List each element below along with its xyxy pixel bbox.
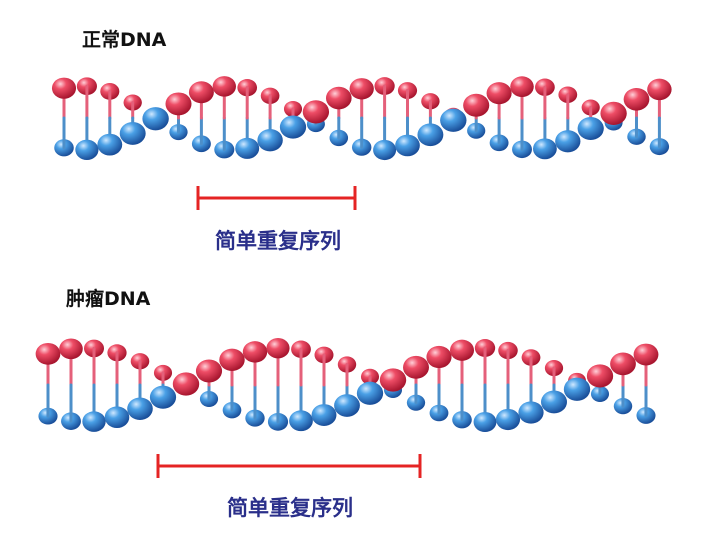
tumor-repeat-label: 简单重复序列 [227, 496, 353, 520]
normal-dna-title: 正常DNA [82, 28, 167, 51]
normal-repeat-label: 简单重复序列 [215, 229, 341, 253]
tumor-repeat-bracket [156, 454, 422, 478]
normal-repeat-bracket [196, 186, 357, 210]
normal-dna-helix [51, 76, 672, 161]
tumor-dna-title: 肿瘤DNA [66, 287, 151, 310]
tumor-dna-helix [35, 337, 659, 433]
